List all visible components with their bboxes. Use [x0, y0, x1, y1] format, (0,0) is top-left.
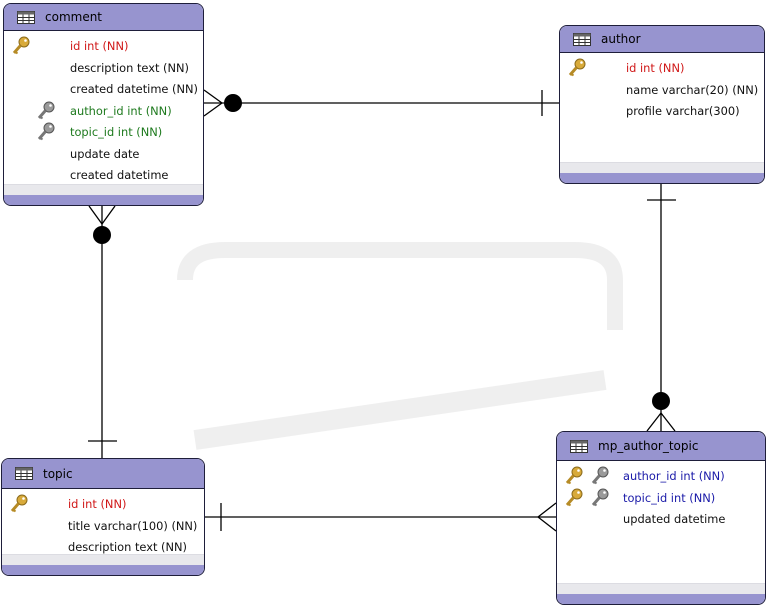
field-text: name varchar(20) (NN) [626, 82, 759, 97]
field-text: id int (NN) [68, 497, 127, 511]
entity-comment[interactable]: comment id int (NN) description text (NN… [3, 3, 204, 206]
entity-header[interactable]: mp_author_topic [557, 432, 765, 461]
field-text: created datetime (NN) [70, 82, 198, 96]
field-list: id int (NN) title varchar(100) (NN) desc… [2, 489, 204, 559]
field-text: topic_id int (NN) [70, 125, 163, 139]
foreign-key-icon [591, 466, 609, 485]
foreign-key-icon [37, 101, 55, 119]
field-list: id int (NN) name varchar(20) (NN) profil… [560, 53, 764, 123]
entity-title: topic [43, 466, 73, 481]
entity-header[interactable]: topic [2, 459, 204, 489]
entity-header[interactable]: author [560, 26, 764, 53]
entity-topic[interactable]: topic id int (NN) title varchar(100) (NN… [1, 458, 205, 576]
table-icon [15, 467, 33, 480]
relation-comment-author[interactable] [203, 89, 559, 117]
field-row[interactable]: topic_id int (NN) [557, 488, 765, 510]
foreign-key-icon [37, 122, 55, 141]
entity-footer [560, 162, 764, 183]
field-text: description text (NN) [68, 540, 187, 554]
field-row[interactable]: author_id int (NN) [4, 101, 203, 123]
field-row[interactable]: update date [4, 144, 203, 166]
entity-footer [4, 184, 203, 205]
field-text: topic_id int (NN) [623, 490, 716, 505]
field-row[interactable]: updated datetime [557, 509, 765, 531]
primary-key-icon [568, 58, 586, 77]
primary-key-icon [565, 488, 583, 506]
field-row[interactable]: author_id int (NN) [557, 466, 765, 488]
entity-title: comment [45, 10, 103, 24]
field-row[interactable]: created datetime [4, 165, 203, 187]
field-row[interactable]: id int (NN) [2, 494, 204, 516]
field-text: author_id int (NN) [623, 469, 725, 483]
relation-author-mp-author-topic[interactable] [646, 184, 676, 432]
field-row[interactable]: id int (NN) [4, 36, 203, 58]
entity-mp-author-topic[interactable]: mp_author_topic author_id int (NN) [556, 431, 766, 605]
entity-author[interactable]: author id int (NN) name varchar(20) (NN)… [559, 25, 765, 184]
primary-key-icon [10, 494, 28, 513]
table-icon [570, 439, 588, 453]
field-text: id int (NN) [70, 39, 129, 53]
foreign-key-icon [591, 488, 609, 506]
field-list: author_id int (NN) topic_id int (NN) [557, 461, 765, 531]
field-text: title varchar(100) (NN) [68, 518, 198, 533]
entity-footer [557, 583, 765, 604]
field-row[interactable]: topic_id int (NN) [4, 122, 203, 144]
field-text: author_id int (NN) [70, 103, 172, 118]
table-icon [573, 32, 591, 46]
table-icon [17, 10, 35, 24]
relation-comment-topic[interactable] [88, 205, 117, 458]
field-row[interactable]: description text (NN) [4, 58, 203, 80]
field-text: update date [70, 146, 140, 161]
field-text: description text (NN) [70, 60, 189, 75]
field-row[interactable]: id int (NN) [560, 58, 764, 80]
field-row[interactable]: name varchar(20) (NN) [560, 80, 764, 102]
relation-topic-mp-author-topic[interactable] [205, 502, 557, 532]
entity-header[interactable]: comment [4, 4, 203, 31]
field-list: id int (NN) description text (NN) create… [4, 31, 203, 187]
field-row[interactable]: title varchar(100) (NN) [2, 516, 204, 538]
field-row[interactable]: description text (NN) [2, 537, 204, 559]
primary-key-icon [565, 466, 583, 485]
entity-footer [2, 554, 204, 575]
primary-key-icon [12, 36, 30, 55]
field-row[interactable]: profile varchar(300) [560, 101, 764, 123]
field-text: created datetime [70, 168, 169, 182]
entity-title: author [601, 32, 641, 46]
field-text: profile varchar(300) [626, 104, 740, 118]
field-row[interactable]: created datetime (NN) [4, 79, 203, 101]
field-text: updated datetime [623, 512, 726, 526]
field-text: id int (NN) [626, 61, 685, 75]
entity-title: mp_author_topic [598, 439, 699, 453]
